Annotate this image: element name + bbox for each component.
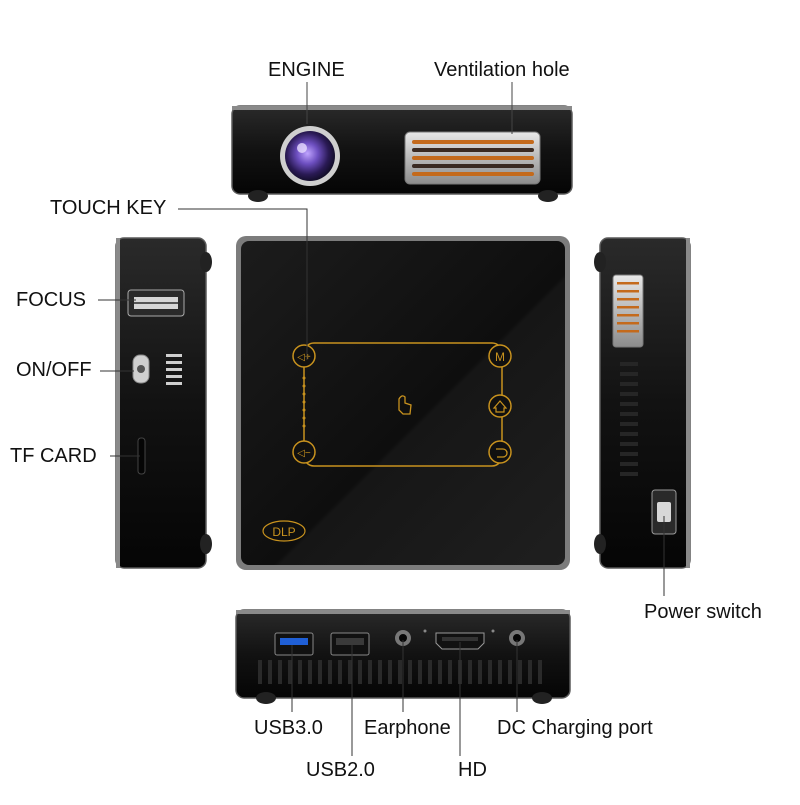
top-view: ◁+ ◁− M DLP: [236, 236, 570, 570]
top-glass: [241, 241, 565, 565]
left-edge: [116, 238, 120, 568]
label-tf-card: TF CARD: [10, 445, 97, 467]
foot: [200, 534, 212, 554]
foot: [594, 534, 606, 554]
side-vent-slots: [620, 362, 638, 476]
volume-dots: [302, 376, 306, 428]
home-icon: [492, 400, 508, 413]
label-usb2: USB2.0: [306, 759, 375, 781]
side-grille-slots: [617, 282, 639, 333]
leader-lines: [98, 208, 665, 756]
ventilation-slots: [412, 140, 534, 176]
lens-highlight: [297, 143, 307, 153]
touch-key-vol-down[interactable]: ◁−: [292, 440, 316, 464]
dlp-logo-text: DLP: [272, 525, 295, 539]
back-vent-slots: [258, 660, 542, 684]
touch-key-home[interactable]: [488, 394, 512, 418]
left-body: [115, 237, 207, 569]
vol-up-icon: ◁+: [297, 352, 311, 363]
side-vent: [166, 354, 182, 385]
dlp-logo: DLP: [262, 520, 306, 542]
touch-key-vol-up[interactable]: ◁+: [292, 344, 316, 368]
foot: [256, 692, 276, 704]
menu-icon: M: [495, 350, 505, 364]
indicator-dot: [491, 629, 495, 633]
label-usb3: USB3.0: [254, 717, 323, 739]
label-earphone: Earphone: [364, 717, 451, 739]
label-engine: ENGINE: [268, 59, 345, 81]
touch-key-menu[interactable]: M: [488, 344, 512, 368]
side-grille: [612, 274, 644, 348]
label-focus: FOCUS: [16, 289, 86, 311]
power-switch-knob: [657, 502, 671, 522]
label-ventilation-hole: Ventilation hole: [434, 59, 570, 81]
label-on-off: ON/OFF: [16, 359, 92, 381]
foot: [594, 252, 606, 272]
right-side-view: [594, 237, 691, 569]
switch-knob: [137, 365, 145, 373]
label-power-switch: Power switch: [644, 601, 762, 623]
front-top-edge: [232, 106, 572, 110]
touch-key-back[interactable]: [488, 440, 512, 464]
foot: [538, 190, 558, 202]
front-view: [231, 105, 573, 202]
back-top-edge: [236, 610, 570, 614]
left-side-view: [115, 237, 212, 569]
touch-key-leader: [178, 208, 308, 360]
foot: [200, 252, 212, 272]
label-hd: HD: [458, 759, 487, 781]
usb3-tongue: [280, 638, 308, 645]
right-edge: [686, 238, 690, 568]
lens-icon: [285, 131, 335, 181]
foot: [248, 190, 268, 202]
touch-gesture-icon: [398, 395, 412, 415]
back-icon: [496, 448, 508, 458]
label-dc-charging-port: DC Charging port: [497, 717, 653, 739]
foot: [532, 692, 552, 704]
usb2-tongue: [336, 638, 364, 645]
label-touch-key: TOUCH KEY: [50, 197, 167, 219]
indicator-dot: [423, 629, 427, 633]
vol-down-icon: ◁−: [297, 448, 311, 459]
